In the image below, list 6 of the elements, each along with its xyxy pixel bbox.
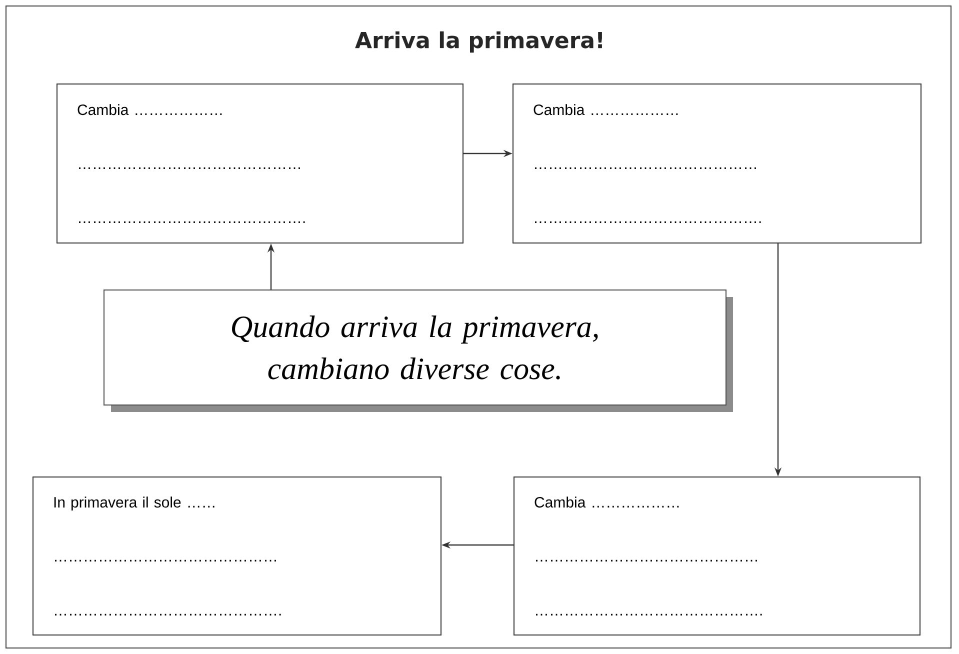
title: Arriva la primavera!	[355, 31, 602, 53]
fill-in-box: Cambia ……………… ……………………………………… ……………………………………….	[56, 84, 464, 244]
fill-in-box: In primavera il sole …… ……………………………………… ……………………………………….	[32, 476, 442, 636]
quote-box: Quando arriva la primavera, cambiano diverse cose.	[104, 290, 733, 412]
fill-in-box: Cambia ……………… ……………………………………… ……………………………………….	[514, 476, 920, 636]
fill-in-box: Cambia ……………… ……………………………………… ……………………………………….	[512, 84, 922, 244]
